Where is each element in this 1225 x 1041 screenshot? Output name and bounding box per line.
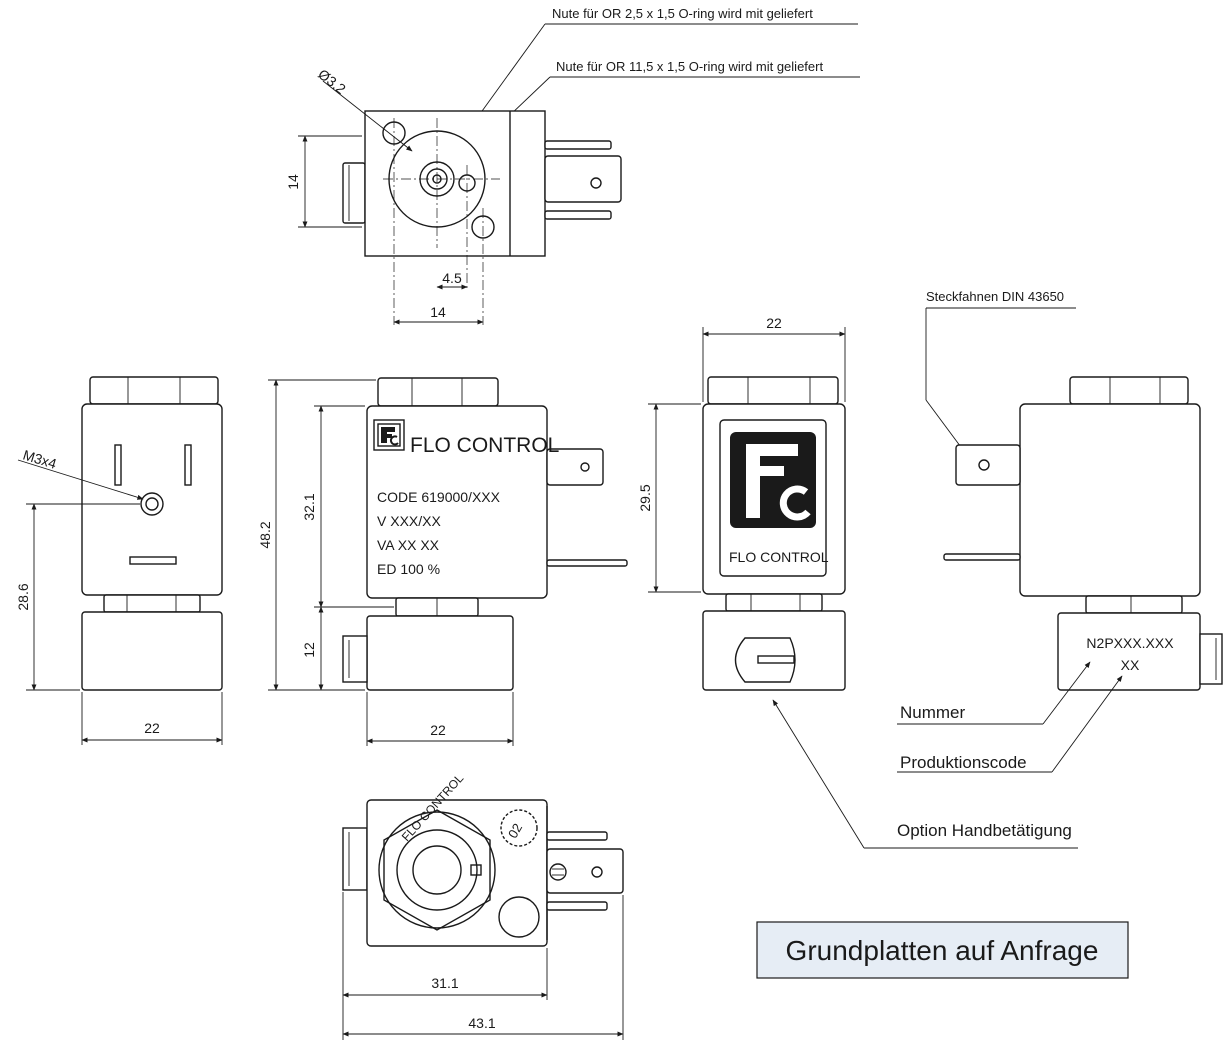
handle-logo-text: FLO CONTROL — [729, 549, 829, 565]
callout-production: Produktionscode — [900, 753, 1027, 772]
handle-height-dim: 29.5 — [637, 484, 653, 511]
manual-override-knob — [734, 637, 796, 683]
top-width-dim: 14 — [430, 304, 446, 320]
front-logo — [373, 419, 405, 451]
left-width-dim: 22 — [144, 720, 160, 736]
callout-manual: Option Handbetätigung — [897, 821, 1072, 840]
handle-base — [702, 610, 846, 691]
top-tab — [544, 155, 622, 203]
note-box-frame — [756, 921, 1129, 979]
voltage-line: V XXX/XX — [377, 513, 441, 529]
callout-number: Nummer — [900, 703, 966, 722]
base-number: N2PXXX.XXX — [1086, 635, 1174, 651]
top-offset-dim: 4.5 — [442, 270, 462, 286]
top-view: Nute für OR 2,5 x 1,5 O-ring wird mit ge… — [285, 6, 860, 325]
callout-tab: Steckfahnen DIN 43650 — [926, 289, 1064, 304]
dial-number: 02 — [505, 821, 525, 841]
side-view-handle: FLO CONTROL 22 29.5 Option Handbetätigun… — [637, 315, 1078, 849]
side-fitting — [342, 162, 366, 224]
front-view: FLO CONTROL CODE 619000/XXX V XXX/XX VA … — [257, 377, 628, 746]
front-total-height-dim: 48.2 — [257, 521, 273, 548]
front-base-height-dim: 12 — [301, 642, 317, 658]
logo-plate — [719, 419, 827, 577]
bottom-inner-dim: 31.1 — [431, 975, 458, 991]
top-body — [364, 110, 546, 257]
screw-m3 — [140, 492, 164, 516]
bottom-hole — [498, 896, 540, 938]
bottom-outer-dim: 43.1 — [468, 1015, 495, 1031]
position-dial — [500, 809, 538, 847]
thread-label: M3x4 — [21, 447, 59, 472]
front-coil-height-dim: 32.1 — [301, 493, 317, 520]
front-base — [366, 615, 514, 691]
side-view-left: M3x4 28.6 22 — [15, 376, 223, 745]
note-o-ring-large: Nute für OR 11,5 x 1,5 O-ring wird mit g… — [556, 59, 823, 74]
front-logo-text: FLO CONTROL — [410, 434, 559, 457]
right-coil — [1019, 403, 1201, 597]
code-line: CODE 619000/XXX — [377, 489, 501, 505]
base-code: XX — [1121, 657, 1140, 673]
top-height-dim: 14 — [285, 174, 301, 190]
handle-width-dim: 22 — [766, 315, 782, 331]
left-base — [81, 611, 223, 691]
right-tab — [955, 444, 1021, 486]
va-line: VA XX XX — [377, 537, 440, 553]
note-o-ring-small: Nute für OR 2,5 x 1,5 O-ring wird mit ge… — [552, 6, 813, 21]
right-base — [1057, 612, 1201, 691]
note-box: Grundplatten auf Anfrage — [756, 921, 1129, 979]
front-width-dim: 22 — [430, 722, 446, 738]
left-height-dim: 28.6 — [15, 583, 31, 610]
note-text: Grundplatten auf Anfrage — [786, 935, 1099, 966]
side-view-right: Steckfahnen DIN 43650 N2PXXX.XXX XX Numm… — [897, 289, 1223, 773]
bottom-view: FLO CONTROL 02 31.1 43.1 — [342, 771, 624, 1040]
hole-diameter-label: Ø3.2 — [315, 66, 349, 97]
ed-line: ED 100 % — [377, 561, 440, 577]
left-coil — [81, 403, 223, 596]
hex-nut — [383, 809, 491, 931]
large-logo — [730, 432, 816, 528]
